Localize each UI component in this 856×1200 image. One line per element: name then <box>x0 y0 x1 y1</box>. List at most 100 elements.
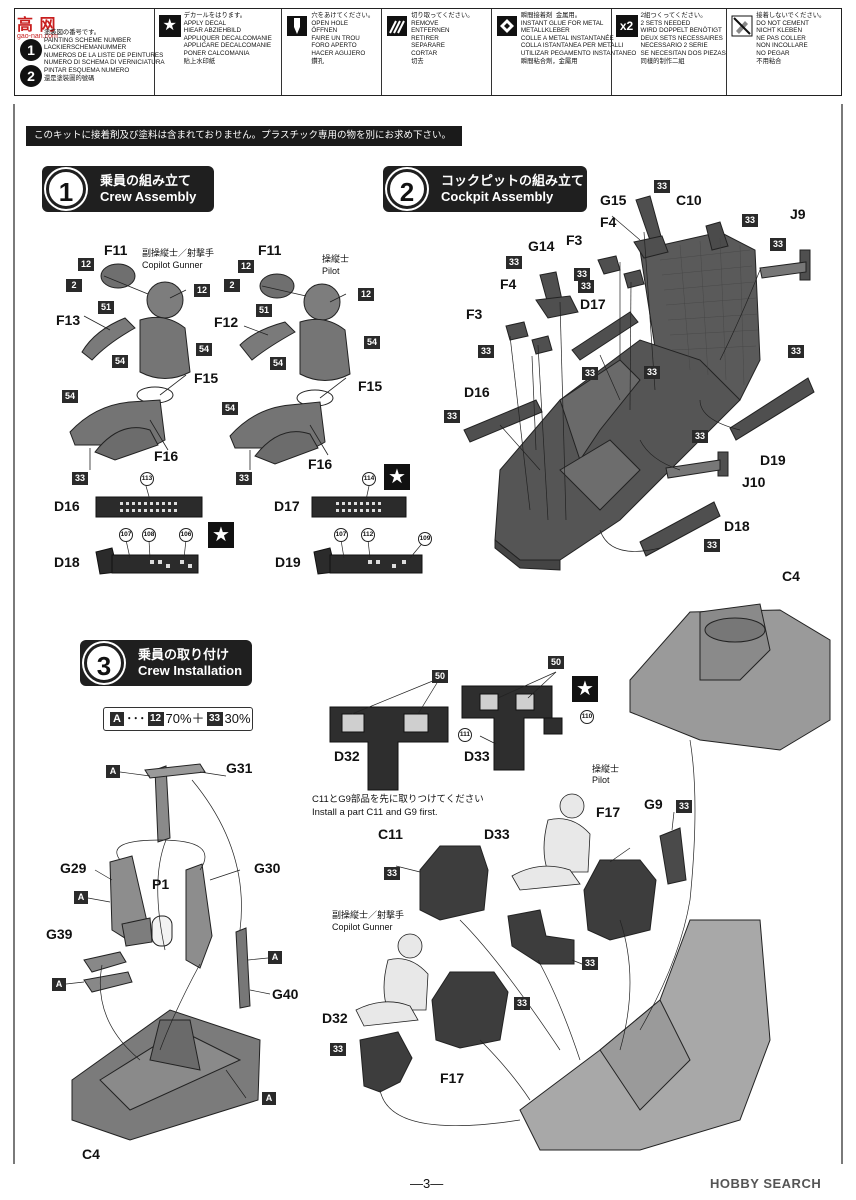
color-tag: 33 <box>578 280 594 293</box>
part-label: F3 <box>566 232 583 248</box>
part-label: P1 <box>152 876 170 892</box>
cockpit-tub <box>494 221 761 571</box>
color-tag: 54 <box>270 357 286 370</box>
part-label: D19 <box>275 554 301 570</box>
color-tag: 33 <box>330 1043 346 1056</box>
color-tag-a: A <box>74 891 88 904</box>
legend-do-not-cement: 接着しないでください。 DO NOT CEMENT NICHT KLEBEN N… <box>727 9 841 95</box>
step-number: 1 <box>46 169 86 209</box>
number-2-icon: 2 <box>20 65 42 87</box>
color-tag: 33 <box>514 997 530 1010</box>
color-tag: 33 <box>654 180 670 193</box>
cockpit-parts <box>463 195 815 557</box>
part-label: F12 <box>214 314 239 330</box>
page-number: —3— <box>410 1176 444 1191</box>
decal-number: 109 <box>418 532 432 546</box>
part-label: D18 <box>724 518 750 534</box>
color-tag: 12 <box>78 258 94 271</box>
decal-number: 110 <box>580 710 594 724</box>
color-mix-label: A ･･･ 12 70%＋ 33 30% <box>103 707 253 731</box>
part-label: F17 <box>440 1070 465 1086</box>
decal-number: 107 <box>119 528 133 542</box>
color-tag: 54 <box>364 336 380 349</box>
star-icon: ★ <box>384 464 410 490</box>
legend-text: 接着しないでください。 DO NOT CEMENT NICHT KLEBEN N… <box>756 12 826 65</box>
color-tag: 12 <box>194 284 210 297</box>
part-label: C4 <box>782 568 800 584</box>
cut-icon <box>386 15 408 37</box>
part-label: D18 <box>54 554 80 570</box>
color-tag: 54 <box>196 343 212 356</box>
crew-role-en: Pilot <box>592 775 610 785</box>
star-icon: ★ <box>208 522 234 548</box>
no-glue-icon <box>731 15 753 37</box>
c4-lower-fuselage <box>519 919 771 1151</box>
part-label: C4 <box>82 1146 100 1162</box>
color-tag: 2 <box>224 279 240 292</box>
part-label: C11 <box>378 826 403 842</box>
step-title-en: Crew Assembly <box>100 189 197 204</box>
step-title-ja: 乗員の組み立て <box>100 173 192 188</box>
color-tag: 50 <box>548 656 564 669</box>
crew-role-en: Copilot Gunner <box>142 260 203 270</box>
color-tag: 12 <box>358 288 374 301</box>
crew-role-en: Copilot Gunner <box>332 922 393 932</box>
part-label: D33 <box>484 826 510 842</box>
part-label: F3 <box>466 306 483 322</box>
color-tag: 33 <box>644 366 660 379</box>
x2-icon: x2 <box>615 15 638 37</box>
part-label: F13 <box>56 312 81 328</box>
copilot-figure <box>69 263 191 461</box>
color-tag: 33 <box>582 957 598 970</box>
color-tag: 33 <box>236 472 252 485</box>
part-label: D17 <box>580 296 606 312</box>
mix-dots: ･･･ <box>126 711 146 726</box>
decal-number: 111 <box>458 728 472 742</box>
color-tag: 51 <box>256 304 272 317</box>
color-tag: 33 <box>742 214 758 227</box>
watermark: HOBBY SEARCH <box>710 1176 822 1191</box>
part-label: D19 <box>760 452 786 468</box>
part-label: D32 <box>322 1010 348 1026</box>
legend-text: 2組つくってください。 2 SETS NEEDED WIRD DOPPELT B… <box>640 12 726 65</box>
star-icon: ★ <box>158 15 181 37</box>
mix-percent-1: 70%＋ <box>165 711 205 726</box>
decal-number: 114 <box>362 472 376 486</box>
step-title-ja: コックピットの組み立て <box>441 173 585 188</box>
color-tag: 33 <box>72 472 88 485</box>
step-number: 3 <box>84 643 124 683</box>
color-tag: 33 <box>788 345 804 358</box>
part-label: G29 <box>60 860 87 876</box>
part-label: F4 <box>600 214 617 230</box>
part-label: J9 <box>790 206 806 222</box>
legend-text: デカールをはります。 APPLY DECAL HIEAR ABZIEHBILD … <box>183 12 272 65</box>
part-label: F15 <box>194 370 219 386</box>
step-title-en: Cockpit Assembly <box>441 189 554 204</box>
panel-d18 <box>95 547 199 575</box>
legend-two-sets: x2 2組つくってください。 2 SETS NEEDED WIRD DOPPEL… <box>612 9 728 95</box>
color-tag: 33 <box>676 800 692 813</box>
color-code-a: A <box>110 712 124 726</box>
part-label: F16 <box>154 448 179 464</box>
color-tag-a: A <box>106 765 120 778</box>
panel-d16 <box>95 496 203 518</box>
crew-role-ja: 操縦士 <box>322 254 350 264</box>
seat-base-parts <box>71 763 261 1141</box>
part-label: D17 <box>274 498 300 514</box>
star-icon: ★ <box>572 676 598 702</box>
part-label: G39 <box>46 926 73 942</box>
part-label: F15 <box>358 378 383 394</box>
color-tag: 51 <box>98 301 114 314</box>
legend-text: 塗装図の番号です。 PAINTING SCHEME NUMBER LACKIER… <box>44 29 165 82</box>
part-label: C10 <box>676 192 702 208</box>
part-label: F17 <box>596 804 621 820</box>
part-label: G40 <box>272 986 299 1002</box>
part-label: D33 <box>464 748 490 764</box>
part-label: D16 <box>464 384 490 400</box>
decal-number: 112 <box>361 528 375 542</box>
instruction-ja: C11とG9部品を先に取りつけてください <box>312 794 484 805</box>
color-tag: 33 <box>704 539 720 552</box>
